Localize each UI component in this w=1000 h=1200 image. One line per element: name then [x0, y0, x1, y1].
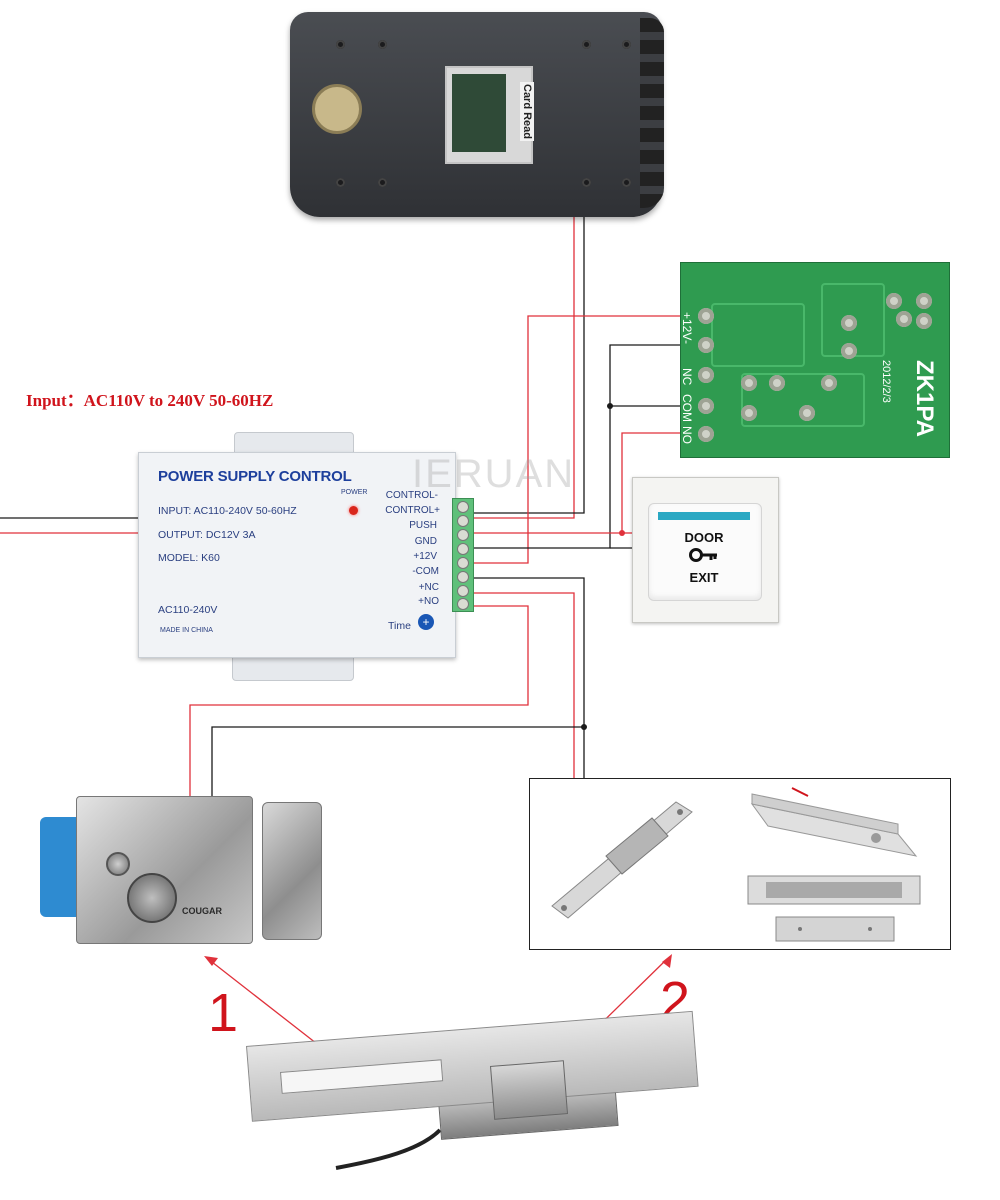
- board-gnd-black-wire: [460, 344, 700, 549]
- key-icon: [689, 548, 717, 562]
- psu-terminal-label: PUSH: [409, 520, 437, 531]
- label-1: 1: [208, 983, 239, 1043]
- board-pin-12v: +12V: [680, 312, 694, 341]
- psu-terminal-label: GND: [414, 536, 437, 547]
- rimlock-black-wire: [211, 726, 584, 796]
- psu-terminal-label: +NC: [418, 582, 439, 593]
- screw-icon: [336, 178, 345, 187]
- board-pin-com: COM: [680, 394, 694, 422]
- psu-model: MODEL: K60: [158, 552, 220, 564]
- arrow-2-head: [662, 954, 672, 968]
- zk1pa-board: [680, 262, 950, 458]
- board-12v-red-wire: [460, 315, 700, 564]
- screw-icon: [336, 40, 345, 49]
- exit-button-exit-text: EXIT: [689, 570, 719, 585]
- psu-terminal-label: -COM: [412, 566, 439, 577]
- junction-dot: [581, 724, 587, 730]
- psu-output-spec: OUTPUT: DC12V 3A: [158, 529, 256, 541]
- magnetic-lock: [747, 875, 921, 905]
- strike-latch: [490, 1060, 569, 1120]
- psu-power-label: POWER: [341, 489, 368, 496]
- board-date: 2012/2/3: [880, 360, 892, 403]
- power-led: [349, 506, 358, 515]
- card-read-label: Card Read: [520, 82, 534, 142]
- psu-title: POWER SUPPLY CONTROL: [158, 468, 352, 485]
- psu-time-label: Time: [388, 620, 411, 632]
- junction-dot: [607, 403, 613, 409]
- psu-terminal-label: CONTROL+: [385, 505, 440, 516]
- reader-pcb: [452, 74, 506, 152]
- psu-input-spec: INPUT: AC110-240V 50-60HZ: [158, 505, 297, 517]
- screw-icon: [582, 178, 591, 187]
- psu-terminal-label: +NO: [418, 596, 439, 607]
- magnetic-lock-armature: [775, 916, 895, 942]
- reader-buzzer: [312, 84, 362, 134]
- exit-button-stripe: [658, 512, 750, 520]
- board-pin-gnd: -: [680, 340, 694, 344]
- screw-icon: [622, 40, 631, 49]
- rim-lock-button: [106, 852, 130, 876]
- watermark: IERUAN: [412, 452, 576, 496]
- rim-lock-keeper: [262, 802, 322, 940]
- electric-strike-small: [551, 801, 693, 919]
- psu-mount-ear-bottom: [232, 655, 354, 681]
- psu-terminal-label: +12V: [413, 551, 437, 562]
- board-pin-no: NO: [680, 426, 694, 444]
- board-no-red-wire: [460, 432, 700, 534]
- psu-terminal-block: [452, 498, 474, 612]
- rimlock-red-wire: [189, 605, 529, 796]
- screw-icon: [378, 40, 387, 49]
- rim-lock-cylinder: [127, 873, 177, 923]
- screw-icon: [582, 40, 591, 49]
- arrow-1-line: [211, 961, 331, 1055]
- psu-ac-label: AC110-240V: [158, 604, 218, 616]
- psu-terminal-label: CONTROL-: [385, 490, 438, 501]
- psu-made-in: MADE IN CHINA: [160, 627, 213, 634]
- time-adjust-knob: +: [418, 614, 434, 630]
- rim-lock-body: [76, 796, 253, 944]
- board-title: ZK1PA: [911, 360, 938, 437]
- lock-com-black-wire: [460, 577, 585, 778]
- exit-button-door-text: DOOR: [684, 530, 724, 545]
- board-pin-nc: NC: [680, 368, 694, 386]
- electric-bolt-lock: [750, 787, 918, 857]
- rim-lock-brand: COUGAR: [182, 906, 222, 916]
- arrow-1-head: [204, 956, 218, 966]
- screw-icon: [378, 178, 387, 187]
- card-reader-rim: [640, 18, 664, 208]
- lock-nc-red-wire: [460, 592, 575, 778]
- power-supply-unit: [138, 452, 456, 658]
- screw-icon: [622, 178, 631, 187]
- input-caption: Input：AC110V to 240V 50-60HZ: [26, 391, 274, 410]
- junction-dot: [619, 530, 625, 536]
